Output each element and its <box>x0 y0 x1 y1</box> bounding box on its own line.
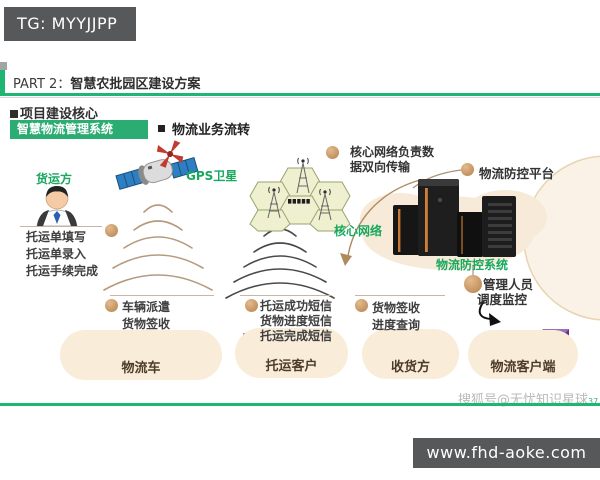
note-line: 托运单录入 <box>26 247 87 261</box>
corner-square <box>0 62 7 70</box>
card-logistics-truck: 物流车 <box>60 330 222 380</box>
defense-system-label: 物流防控系统 <box>436 258 509 272</box>
truck-notes: 车辆派遣 货物签收 <box>122 299 170 333</box>
note-line: 进度查询 <box>372 318 421 332</box>
footer-green-rule <box>0 403 600 406</box>
section-heading: 项目建设核心 <box>10 103 98 122</box>
satellite-waves-icon <box>103 204 213 291</box>
card-consignor-client: 托运客户 <box>235 328 348 378</box>
card-label: 物流车 <box>121 361 161 376</box>
note-line: 据双向传输 <box>350 160 411 174</box>
manager-note: 管理人员 调度监控 <box>477 277 534 307</box>
note-line: 核心网络负责数 <box>350 145 435 159</box>
card-consignee: 收货方 <box>362 329 459 379</box>
shipper-notes: 托运单填写 托运单录入 托运手续完成 <box>26 229 98 280</box>
page-title: 智慧农批园区建设方案 <box>70 77 201 92</box>
note-line: 调度监控 <box>477 292 528 307</box>
square-bullet-icon <box>10 110 18 118</box>
sms-notes: 托运成功短信 货物进度短信 托运完成短信 <box>260 299 332 344</box>
note-line: 车辆派遣 <box>122 300 171 314</box>
divider-line <box>240 295 332 296</box>
card-label: 托运客户 <box>265 359 318 374</box>
note-line: 托运手续完成 <box>26 264 99 278</box>
section-heading-label: 项目建设核心 <box>20 107 99 122</box>
note-line: 管理人员 <box>483 277 534 292</box>
system-banner: 智慧物流管理系统 <box>10 120 148 139</box>
shipper-label: 货运方 <box>36 172 73 186</box>
header-gray-rule <box>0 97 600 98</box>
shipper-person-icon <box>36 186 78 227</box>
card-logistics-client: 物流客户端 <box>468 330 578 379</box>
bullet-dot-icon <box>105 224 118 237</box>
website-badge: www.fhd-aoke.com <box>413 438 600 468</box>
part-number: PART 2： <box>13 77 71 92</box>
divider-line <box>110 295 214 296</box>
core-network-note: 核心网络负责数 据双向传输 <box>350 145 434 175</box>
bullet-dot-icon <box>245 299 258 312</box>
bullet-dot-icon <box>461 163 474 176</box>
flow-title: 物流业务流转 <box>172 123 251 138</box>
note-line: 托运完成短信 <box>260 329 333 343</box>
platform-label: 物流防控平台 <box>479 166 555 181</box>
bullet-dot-icon <box>105 299 118 312</box>
gps-label: GPS卫星 <box>186 169 238 183</box>
network-waves-icon <box>225 228 335 299</box>
gps-satellite-icon <box>115 140 199 190</box>
bullet-dot-icon <box>326 146 339 159</box>
core-note-arrow <box>340 179 421 266</box>
core-network-label: 核心网络 <box>334 224 383 238</box>
note-line: 货物进度短信 <box>260 314 333 328</box>
watermark-number: 37 <box>588 397 599 406</box>
note-line: 货物签收 <box>122 317 171 331</box>
header-green-rule <box>0 93 600 96</box>
note-line: 货物签收 <box>372 301 421 315</box>
core-network-icon <box>249 157 351 232</box>
receiver-notes: 货物签收 进度查询 <box>372 300 420 334</box>
platform-connector-line <box>412 169 462 189</box>
divider-line <box>20 226 102 227</box>
divider-line <box>355 295 445 296</box>
manager-arrow <box>478 300 501 326</box>
bullet-dot-icon <box>464 275 482 293</box>
tg-badge: TG: MYYJJPP <box>4 7 136 41</box>
note-line: 托运单填写 <box>26 230 87 244</box>
bullet-dot-icon <box>355 299 368 312</box>
part-title: PART 2：智慧农批园区建设方案 <box>13 73 200 92</box>
square-bullet-icon <box>158 125 165 132</box>
card-label: 收货方 <box>390 360 430 375</box>
server-racks-icon <box>393 179 516 257</box>
card-label: 物流客户端 <box>490 360 556 375</box>
part-accent-bar <box>0 70 5 95</box>
note-line: 托运成功短信 <box>260 299 333 313</box>
